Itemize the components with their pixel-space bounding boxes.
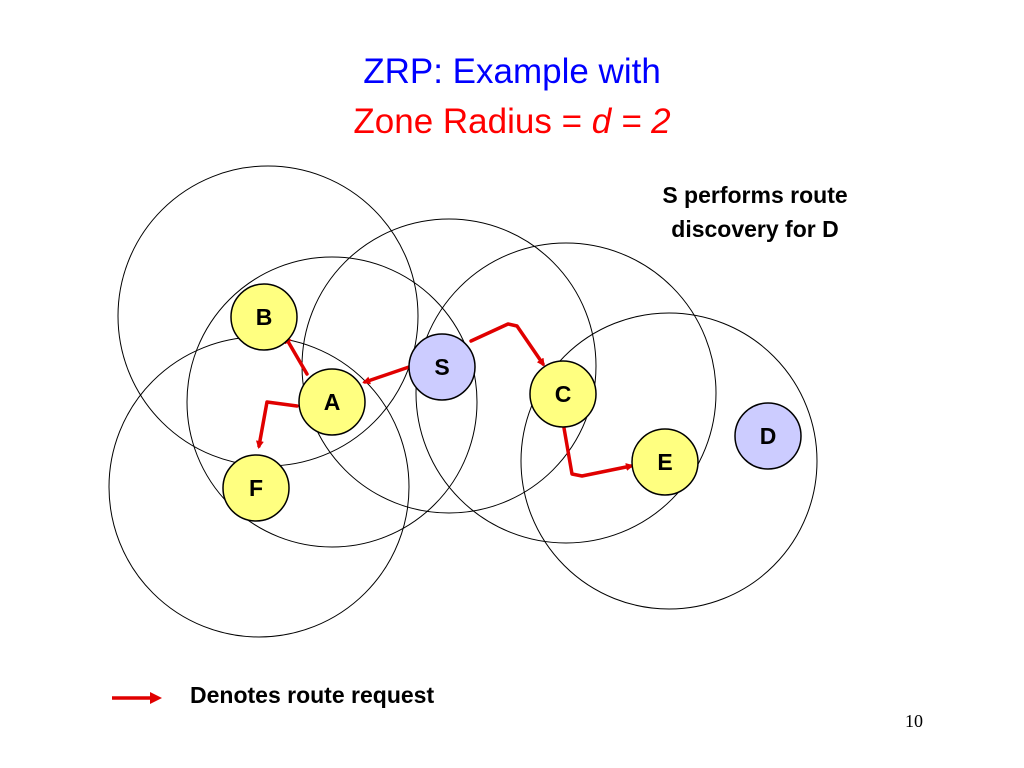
route-request-arrow-a-to-f — [255, 400, 299, 449]
title-line-2-italic: d = 2 — [591, 102, 671, 141]
discovery-note-line-2: discovery for D — [671, 216, 839, 242]
title-line-1: ZRP: Example with — [363, 52, 661, 91]
node-a-label: A — [324, 389, 341, 415]
node-e-label: E — [657, 449, 672, 475]
route-request-arrow-s-to-c — [469, 322, 545, 367]
node-e-circle — [631, 428, 699, 496]
node-s-label: S — [434, 354, 449, 380]
node-d: D — [734, 402, 802, 470]
discovery-note-line-1: S performs route — [662, 182, 848, 208]
zone-circles — [108, 165, 818, 638]
node-c: C — [529, 360, 597, 428]
node-f-label: F — [249, 475, 263, 501]
node-e: E — [631, 428, 699, 496]
node-d-label: D — [760, 423, 777, 449]
node-c-label: C — [555, 381, 572, 407]
route-request-arrow-c-to-e — [562, 426, 634, 478]
route-request-arrow-a-to-b — [284, 335, 309, 376]
legend-label: Denotes route request — [190, 682, 435, 708]
node-a: A — [298, 368, 366, 436]
zone-circle-c — [415, 242, 717, 544]
node-f: F — [222, 454, 290, 522]
node-f-circle — [222, 454, 290, 522]
page-number: 10 — [905, 711, 923, 731]
discovery-note: S performs route discovery for D — [600, 178, 910, 246]
zone-circle-a — [186, 256, 478, 548]
node-b: B — [230, 283, 298, 351]
zone-circle-e — [520, 312, 818, 610]
node-a-circle — [298, 368, 366, 436]
node-d-circle — [734, 402, 802, 470]
title-line-2: Zone Radius = d = 2 — [0, 102, 1024, 142]
route-request-arrows — [255, 322, 634, 478]
node-b-circle — [230, 283, 298, 351]
node-b-label: B — [256, 304, 273, 330]
title-line-2-prefix: Zone Radius = — [353, 102, 592, 141]
node-s: S — [408, 333, 476, 401]
node-c-circle — [529, 360, 597, 428]
route-request-arrow-s-to-a — [362, 365, 411, 385]
node-s-circle — [408, 333, 476, 401]
